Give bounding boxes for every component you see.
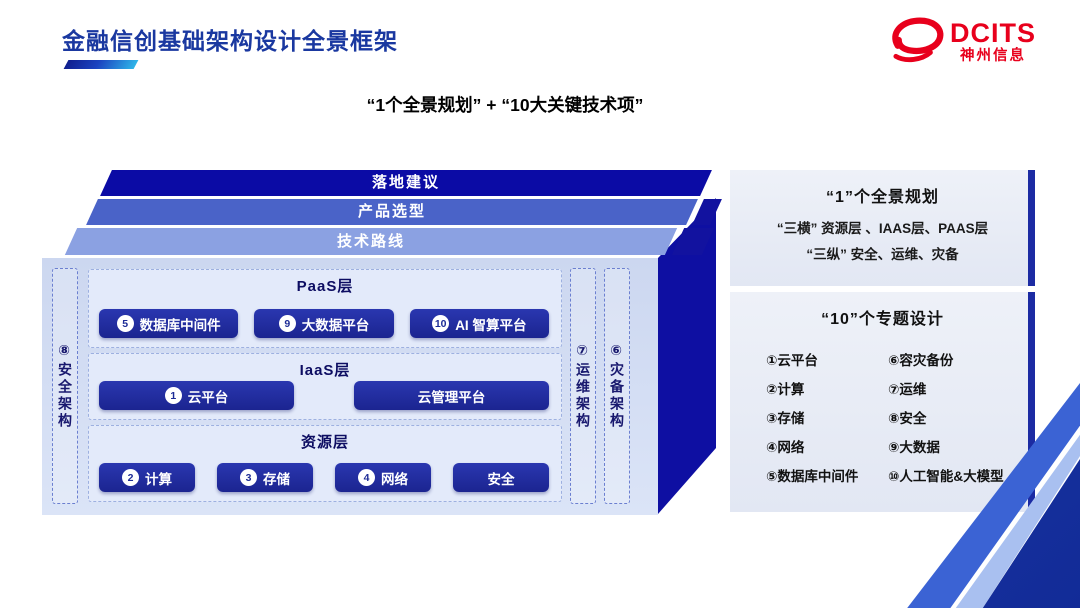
panel-topic-designs-title: “10”个专题设计 [821,311,944,328]
pillar-security-label: ⑧安全架构 [57,342,73,430]
topic-database-middleware: ⑤数据库中间件 [766,469,859,484]
slab-landing-advice-label: 落地建议 [371,174,440,191]
section-resource: 资源层 2 计算 3 存储 4 网络 安全 [88,425,562,502]
btn-storage: 3 存储 [217,463,313,492]
panel-topic-designs: “10”个专题设计 ①云平台 ②计算 ③存储 ④网络 ⑤数据库中间件 ⑥容灾备份… [730,292,1035,512]
btn-cloud-mgmt-platform-label: 云管理平台 [417,389,486,405]
num-badge: 10 [432,315,450,332]
dcits-logo: DCITS 神州信息 [886,14,1036,69]
panel-overall-plan: “1”个全景规划 “三横” 资源层 、IAAS层、PAAS层 “三纵” 安全、运… [730,170,1035,286]
btn-ai-platform: 10 AI 智算平台 [409,309,549,338]
subtitle: “1个全景规划” + “10大关键技术项” [366,95,644,115]
topic-network: ④网络 [766,440,805,455]
btn-network-label: 网络 [381,471,408,487]
resource-button-row: 2 计算 3 存储 4 网络 安全 [99,463,549,492]
num-badge: 9 [278,315,296,332]
num-badge: 4 [358,469,375,486]
paas-button-row: 5 数据库中间件 9 大数据平台 10 AI 智算平台 [99,309,549,338]
slab-landing-advice: 落地建议 [100,170,712,196]
section-resource-title: 资源层 [300,434,349,451]
plan-line-vertical: “三纵” 安全、运维、灾备 [806,247,959,262]
page-title: 金融信创基础架构设计全景框架 [62,28,398,54]
pillar-security-architecture: ⑧安全架构 [52,268,78,504]
topic-columns: ①云平台 ②计算 ③存储 ④网络 ⑤数据库中间件 ⑥容灾备份 ⑦运维 ⑧安全 ⑨… [766,349,1035,485]
num-badge: 1 [164,387,182,404]
slab-tech-route-label: 技术路线 [336,233,405,250]
btn-cloud-platform: 1 云平台 [99,381,294,410]
slab-product-selection-label: 产品选型 [357,203,426,220]
btn-ai-platform-label: AI 智算平台 [455,317,527,333]
section-iaas-title: IaaS层 [299,362,351,379]
iaas-button-row: 1 云平台 云管理平台 [99,381,549,410]
panel-overall-plan-title: “1”个全景规划 [826,189,939,206]
num-badge: 2 [122,469,139,486]
btn-database-middleware: 5 数据库中间件 [99,309,239,338]
topic-security: ⑧安全 [888,411,927,426]
section-paas: PaaS层 5 数据库中间件 9 大数据平台 10 AI 智算平台 [88,269,562,348]
topic-ops: ⑦运维 [888,382,927,397]
slab-tech-route: 技术路线 [64,228,678,255]
logo-subname: 神州信息 [960,48,1026,65]
panel-accent-bar [1028,292,1035,512]
slab-product-selection-end-cap [692,199,722,225]
btn-compute-label: 计算 [145,471,172,487]
plan-line-horizontal: “三横” 资源层 、IAAS层、PAAS层 [776,221,989,236]
topic-column-2: ⑥容灾备份 ⑦运维 ⑧安全 ⑨大数据 ⑩人工智能&大模型 [888,349,1004,485]
pillar-dr-label: ⑥灾备架构 [609,342,625,430]
title-underline [63,60,139,69]
topic-column-1: ①云平台 ②计算 ③存储 ④网络 ⑤数据库中间件 [766,349,888,485]
num-badge: 5 [116,315,134,332]
slab-product-selection: 产品选型 [86,199,698,225]
topic-cloud-platform: ①云平台 [766,353,818,368]
pillar-dr-architecture: ⑥灾备架构 [604,268,630,504]
logo-text: DCITS 神州信息 [950,17,1036,65]
logo-name: DCITS [950,17,1036,48]
btn-compute: 2 计算 [99,463,195,492]
section-paas-title: PaaS层 [296,278,354,295]
btn-cloud-platform-label: 云平台 [187,389,229,405]
btn-cloud-mgmt-platform: 云管理平台 [354,381,549,410]
btn-storage-label: 存储 [263,471,290,487]
btn-security-label: 安全 [487,471,515,487]
pillar-ops-architecture: ⑦运维架构 [570,268,596,504]
topic-storage: ③存储 [766,411,805,426]
pillar-ops-label: ⑦运维架构 [575,342,591,430]
btn-network: 4 网络 [335,463,431,492]
topic-disaster-backup: ⑥容灾备份 [888,353,954,368]
btn-security: 安全 [453,463,549,492]
topic-bigdata: ⑨大数据 [888,440,940,455]
section-iaas: IaaS层 1 云平台 云管理平台 [88,353,562,420]
btn-bigdata-platform: 9 大数据平台 [254,309,394,338]
btn-bigdata-platform-label: 大数据平台 [301,317,370,333]
btn-database-middleware-label: 数据库中间件 [139,317,221,333]
panel-accent-bar [1028,170,1035,286]
topic-compute: ②计算 [766,382,805,397]
logo-swoosh-icon [886,14,948,69]
topic-ai-llm: ⑩人工智能&大模型 [888,469,1004,484]
panel-overall-plan-body: “三横” 资源层 、IAAS层、PAAS层 “三纵” 安全、运维、灾备 [730,216,1035,268]
num-badge: 3 [240,469,257,486]
